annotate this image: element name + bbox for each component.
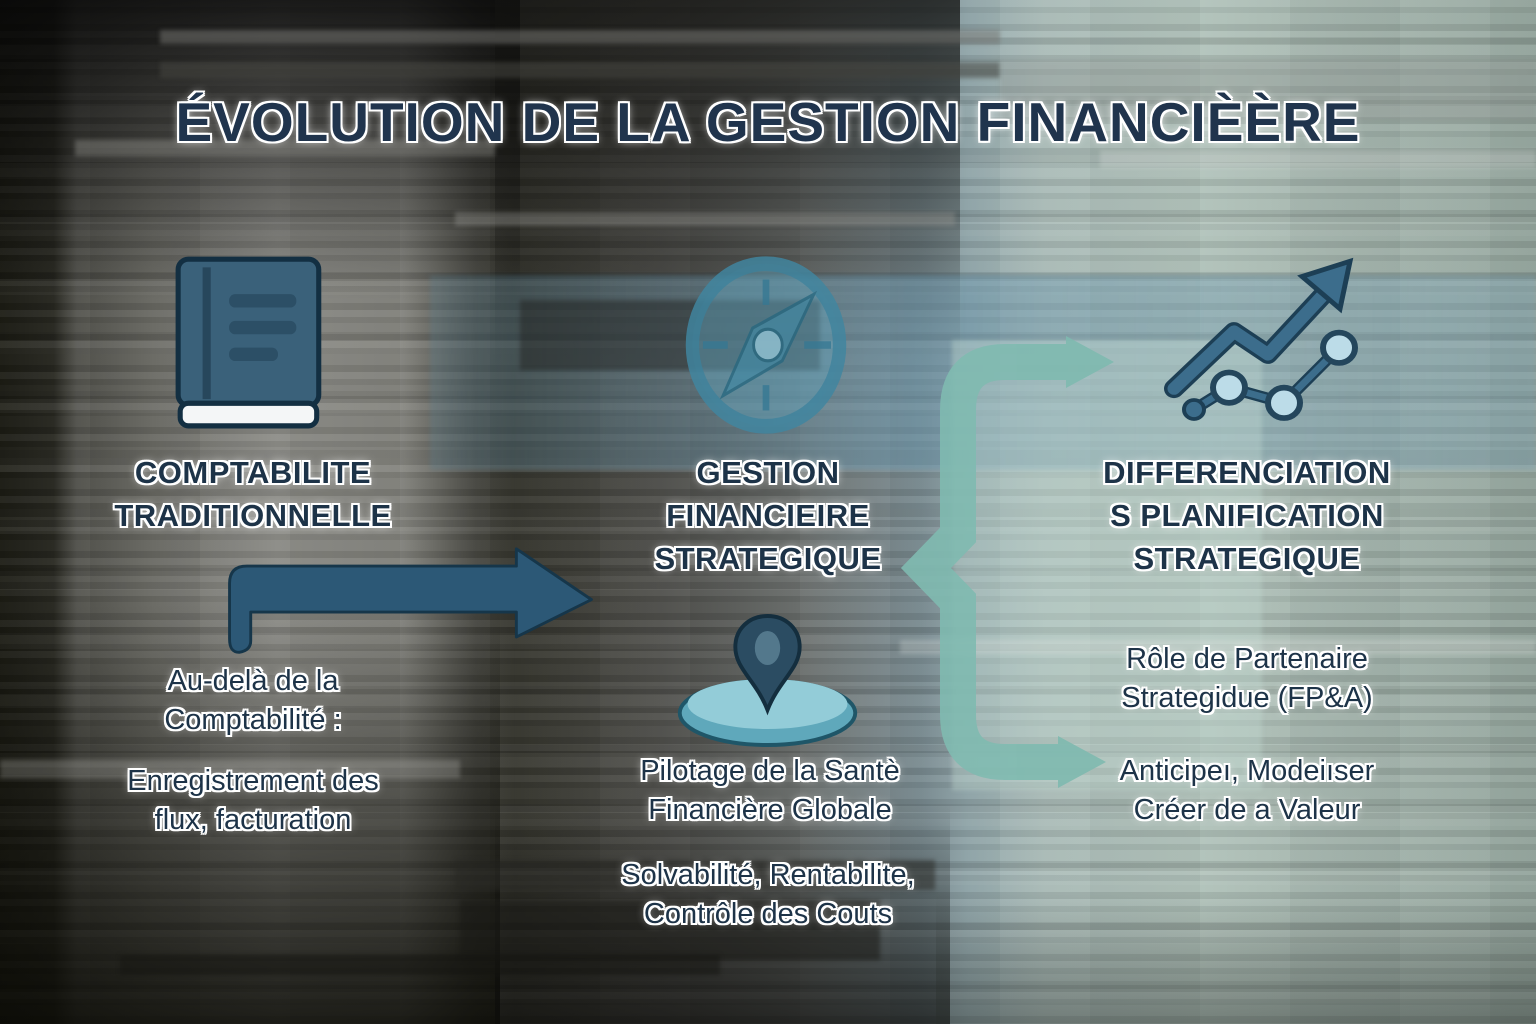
- brace-double-arrow-icon: [900, 336, 1114, 788]
- glitch-block: [160, 30, 1000, 44]
- glitch-block: [936, 894, 1536, 1024]
- paragraph-financial-health: Pilotage de la Santè Financière Globale: [640, 755, 900, 827]
- paragraph-beyond-accounting: Au-delà de la Comptabilité :: [164, 665, 342, 737]
- arrowhead: [1297, 257, 1354, 314]
- arrowhead: [1066, 336, 1114, 388]
- growth-chart-icon: [1164, 257, 1358, 421]
- ledger-book-icon: [175, 256, 322, 429]
- compass-icon: [685, 256, 847, 434]
- glitch-block: [455, 212, 955, 226]
- column-heading-strategic-planning: DIFFERENCIATION S PLANIFICATION STRATEGI…: [1103, 455, 1391, 576]
- paragraph-solvency-costs: Solvabilité, Rentabilite, Contrôle des C…: [621, 859, 915, 931]
- location-pin-disc-icon: [677, 613, 858, 747]
- page-title: ÉVOLUTION DE LA GESTION FINANCIÈÈRE: [175, 91, 1361, 153]
- arrowhead: [1058, 736, 1106, 788]
- glitch-block: [120, 955, 720, 975]
- paragraph-flow-recording: Enregistrement des flux, facturation: [127, 765, 379, 837]
- glitch-block: [160, 62, 1000, 78]
- paragraph-anticipate-model: Anticipeı, Modeiıser Créer de a Valeur: [1119, 755, 1375, 827]
- column-heading-strategic-financial-management: GESTION FINANCIEIRE STRATEGIQUE: [654, 455, 882, 576]
- paragraph-strategic-partner: Rôle de Partenaire Strategidue (FP&A): [1121, 643, 1373, 715]
- column-heading-traditional-accounting: COMPTABILITE TRADITIONNELLE: [114, 455, 392, 533]
- flow-arrow-icon: [228, 547, 593, 654]
